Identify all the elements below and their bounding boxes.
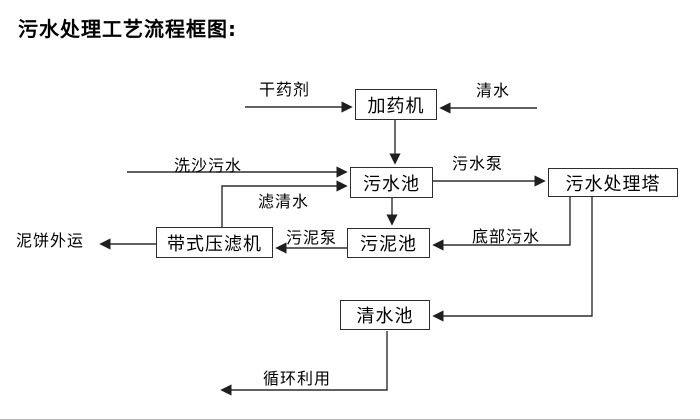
node-dosing-machine: 加药机 xyxy=(355,89,437,120)
label-mud-cake-out: 泥饼外运 xyxy=(16,231,85,250)
label-sand-washing-sewage: 洗沙污水 xyxy=(174,156,243,175)
label-recycle-use: 循环利用 xyxy=(263,369,332,388)
label-sewage-pump: 污水泵 xyxy=(452,154,504,173)
node-sludge-pool: 污泥池 xyxy=(347,228,430,258)
label-sludge-pump: 污泥泵 xyxy=(286,228,338,247)
node-sewage-pool: 污水池 xyxy=(350,167,433,198)
diagram-title: 污水处理工艺流程框图: xyxy=(18,17,237,41)
arrow-filtered-water-to-sewage-pool xyxy=(221,180,348,227)
label-dry-agent: 干药剂 xyxy=(259,80,311,99)
node-belt-filter-press: 带式压滤机 xyxy=(156,227,273,258)
arrow-tower-to-clean-water-pool xyxy=(432,197,593,322)
arrow-bottom-sewage-tower-to-sludge-pool xyxy=(432,197,571,251)
node-sewage-treatment-tower: 污水处理塔 xyxy=(548,168,678,197)
label-bottom-sewage: 底部污水 xyxy=(472,227,541,246)
node-clean-water-pool: 清水池 xyxy=(340,300,430,330)
arrow-recycle-use xyxy=(220,331,388,396)
label-filtered-water: 滤清水 xyxy=(258,192,310,211)
label-clean-water: 清水 xyxy=(476,81,511,100)
